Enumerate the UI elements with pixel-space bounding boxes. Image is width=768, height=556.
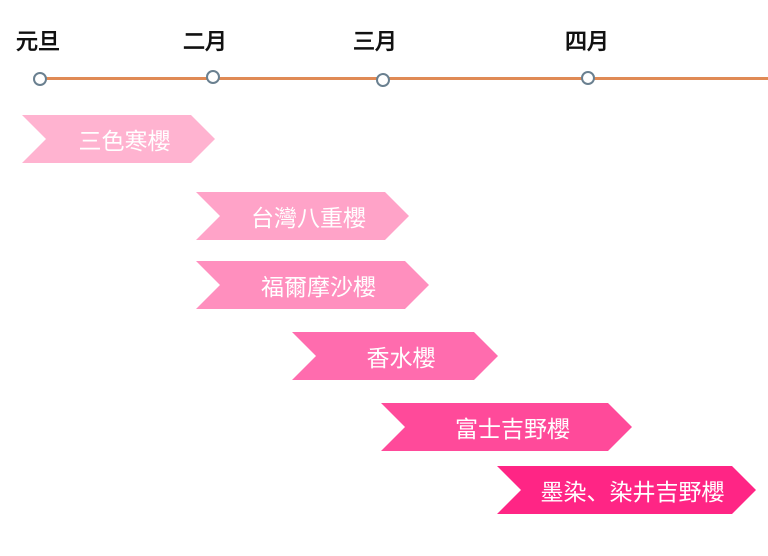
timeline-dot-yuandan [33,72,47,86]
bloom-arrow-fuji-yoshino: 富士吉野櫻 [381,403,632,451]
timeline-dot-april [581,71,595,85]
bloom-arrow-label: 台灣八重櫻 [251,206,366,232]
bloom-arrow-sanse-hanying: 三色寒櫻 [22,115,215,163]
bloom-arrow-label: 富士吉野櫻 [455,417,570,443]
bloom-arrow-formosa-ying: 福爾摩沙櫻 [196,261,429,309]
bloom-arrow-label: 墨染、染井吉野櫻 [540,480,725,506]
month-label-february: 二月 [183,30,228,55]
bloom-arrow-xiangshui-ying: 香水櫻 [292,332,498,380]
bloom-arrow-label: 香水櫻 [366,346,436,372]
month-label-march: 三月 [353,30,398,55]
bloom-arrow-taiwan-bachongying: 台灣八重櫻 [196,192,409,240]
bloom-arrow-label: 三色寒櫻 [78,129,171,155]
month-label-april: 四月 [565,30,610,55]
timeline-axis [40,77,768,80]
timeline-dot-march [376,73,390,87]
month-label-yuandan: 元旦 [16,30,61,55]
bloom-arrow-mozome-somei-yoshino: 墨染、染井吉野櫻 [497,466,756,514]
timeline-dot-february [206,70,220,84]
bloom-arrow-label: 福爾摩沙櫻 [261,275,376,301]
